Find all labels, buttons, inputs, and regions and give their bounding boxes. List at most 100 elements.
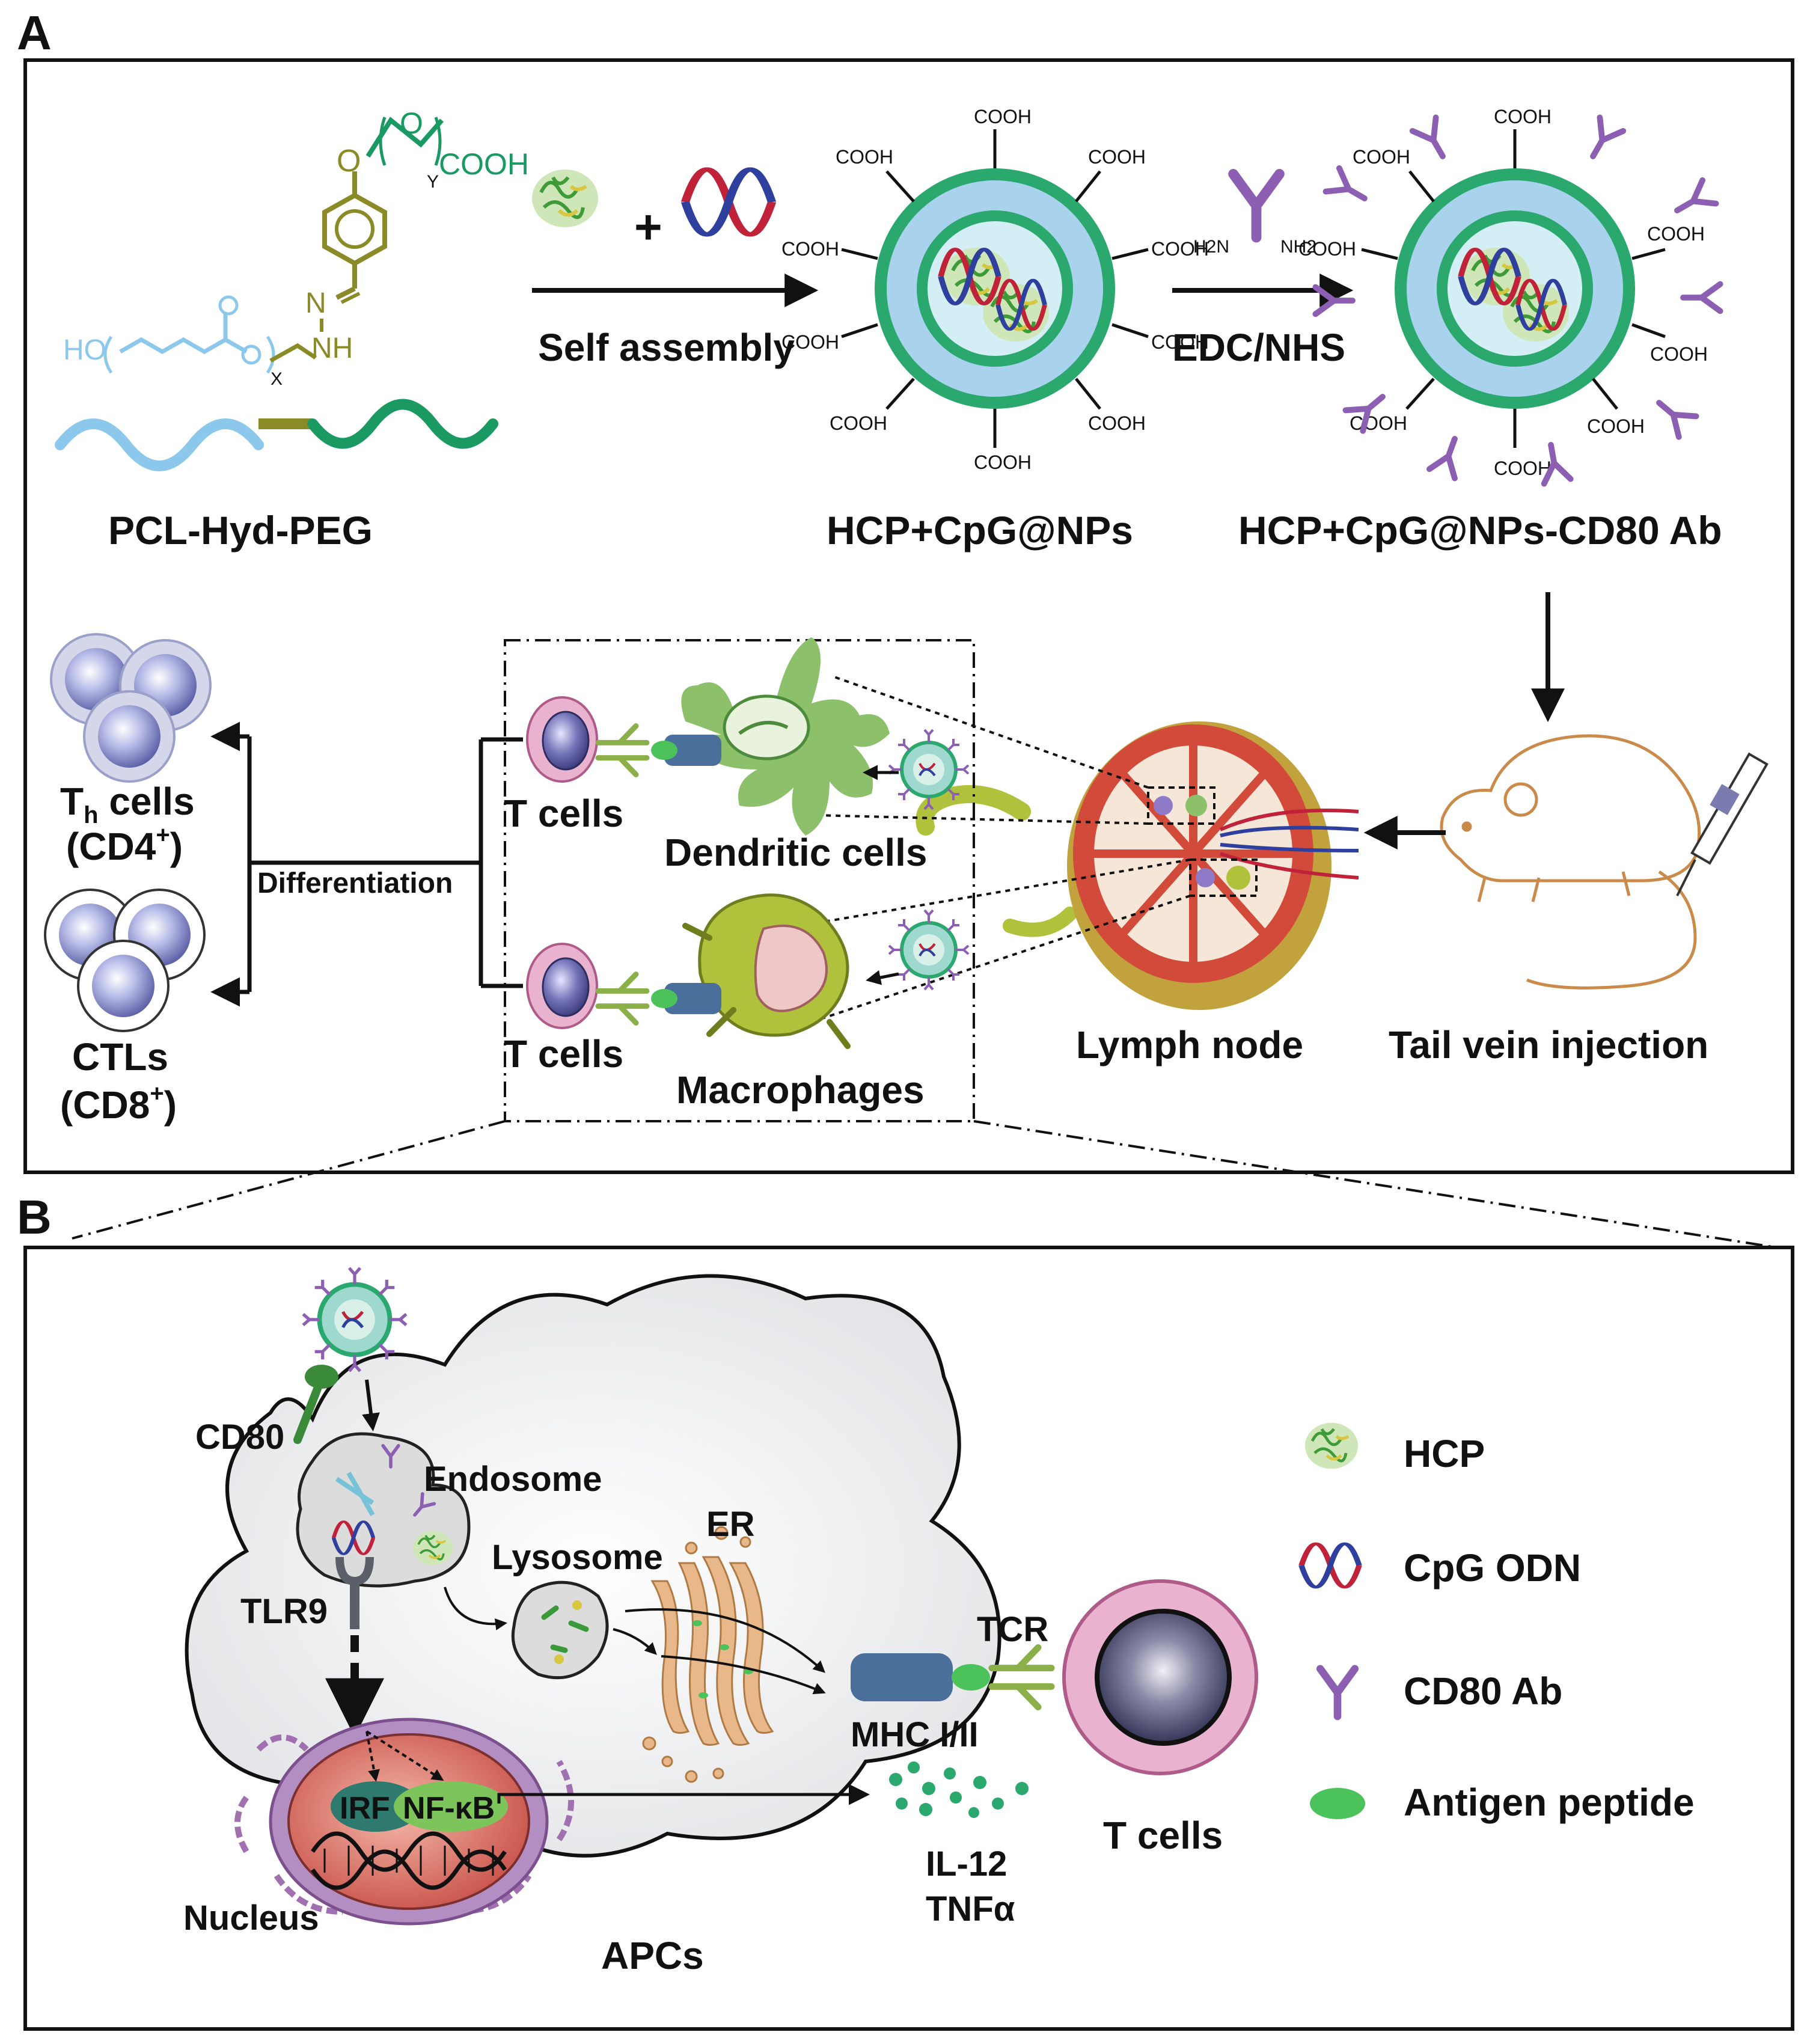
il12-label: IL-12 (926, 1844, 1007, 1883)
self-assembly-label: Self assembly (538, 326, 795, 369)
edc-nhs-label: EDC/NHS (1172, 326, 1345, 369)
antibody-icon (1320, 1669, 1355, 1716)
irf-factor (331, 1781, 421, 1832)
np-cooh-3: COOH (1151, 238, 1209, 260)
np2-cooh-1: COOH (1494, 106, 1552, 127)
nfkb-label: NF-κB (403, 1791, 495, 1826)
mhc-upper (664, 735, 721, 766)
ctls-cluster (44, 889, 206, 1032)
t-cell-lower (526, 943, 598, 1029)
apcs-label: APCs (601, 1934, 704, 1977)
tlr9-label: TLR9 (240, 1592, 328, 1631)
dendritic-cells-label: Dendritic cells (664, 831, 928, 874)
pcl-hyd-peg-structure: O O Y COOH N NH HO X (55, 106, 529, 471)
panel-a-letter: A (17, 6, 52, 60)
tcr-lower (598, 975, 647, 1023)
zoom-line-right (973, 1120, 1777, 1249)
mouse-illustration (1440, 734, 1701, 990)
panel-b-letter: B (17, 1190, 52, 1244)
lymph-node-illustration (916, 721, 1359, 1010)
tcr-label: TCR (977, 1610, 1048, 1649)
ho-label: HO (63, 334, 106, 366)
apc-cell-membrane (185, 1274, 1001, 1858)
macrophage-cell (682, 893, 851, 1049)
differentiation-bracket (247, 736, 523, 992)
er-to-mhc-arrow-2 (661, 1655, 826, 1695)
nitrogen-label: N (305, 287, 326, 319)
hcp-protein-icon (1305, 1423, 1358, 1469)
legend-antibody-label: CD80 Ab (1404, 1669, 1562, 1713)
cd80-receptor (293, 1365, 338, 1444)
peptide-icon (1310, 1788, 1365, 1819)
np2-cooh-5: COOH (1350, 412, 1407, 434)
panel-b-frame (23, 1246, 1794, 2031)
mhc-complex (851, 1653, 953, 1701)
endosome-to-lysosome-arrow (444, 1587, 507, 1630)
np-entry-arrow (362, 1379, 380, 1431)
np-cooh-8: COOH (781, 331, 839, 353)
h2n-label: H2N (1193, 237, 1229, 257)
oxygen-label: O (337, 144, 361, 179)
nfkb-factor (394, 1781, 508, 1832)
cpg-dna-icon (685, 170, 772, 234)
cytokine-secretion-arrow (497, 1784, 870, 1805)
np-cooh-6: COOH (974, 451, 1032, 473)
np-cooh-1: COOH (974, 106, 1032, 127)
nanoparticle-hcp-cpg: COOH COOH COOH COOH COOH COOH COOH COOH … (781, 106, 1209, 473)
peptide-lower (651, 989, 677, 1008)
peptide-upper (651, 741, 677, 760)
nps-ab-label: HCP+CpG@NPs-CD80 Ab (1238, 508, 1722, 552)
syringe-icon (1676, 752, 1769, 896)
np2-cooh-3: COOH (1650, 343, 1708, 365)
irf-label: IRF (340, 1791, 390, 1826)
nucleus-label: Nucleus (183, 1899, 319, 1938)
np2-cooh-6: COOH (1298, 238, 1356, 260)
t-cells-lower-label: T cells (504, 1032, 623, 1076)
nps-label: HCP+CpG@NPs (827, 508, 1133, 552)
lysosome-contents (541, 1600, 589, 1664)
np-to-macrophage-arrow (866, 970, 899, 985)
tail-vein-label: Tail vein injection (1389, 1023, 1708, 1066)
cpg-dna-icon (1301, 1544, 1359, 1587)
tlr9-receptor (335, 1556, 374, 1629)
t-cell-large (1062, 1579, 1258, 1775)
th-cells-cluster (50, 633, 212, 783)
np2-cooh-2: COOH (1647, 223, 1705, 245)
np-cooh-4: COOH (1151, 331, 1209, 353)
tnfa-label: TNFα (926, 1889, 1015, 1929)
peg-cooh-label: COOH (439, 147, 529, 181)
np-cooh-10: COOH (836, 146, 893, 168)
mhc-lower (664, 983, 721, 1014)
cell-interaction-box (504, 639, 975, 1122)
endosome-label: Endosome (424, 1460, 602, 1499)
tcr-receptor (992, 1648, 1051, 1707)
legend-cpg-label: CpG ODN (1404, 1546, 1581, 1590)
legend-hcp-label: HCP (1404, 1432, 1485, 1475)
nanoparticle-hcp-cpg-cd80ab: COOH COOH COOH COOH COOH COOH COOH COOH (1298, 106, 1720, 484)
nh-label: NH (311, 332, 353, 364)
nh2-label: NH2 (1280, 237, 1316, 257)
cd80-antibody-reagent-icon (1234, 174, 1280, 237)
plus-sign: + (634, 200, 662, 254)
dendritic-cell (681, 637, 890, 836)
np-cooh-7: COOH (830, 412, 887, 434)
panel-a-frame (23, 58, 1794, 1174)
cd4-label: (CD4+) (66, 822, 183, 868)
np-cooh-2: COOH (1088, 146, 1146, 168)
endosome-contents (334, 1446, 454, 1567)
macrophages-label: Macrophages (676, 1068, 925, 1112)
endoplasmic-reticulum (642, 1526, 774, 1783)
er-label: ER (706, 1505, 755, 1544)
polymer-label: PCL-Hyd-PEG (108, 508, 373, 552)
lysosome-to-er-arrow (613, 1628, 657, 1655)
cd8-label: (CD8+) (60, 1080, 177, 1127)
tcr-upper (598, 726, 647, 775)
hcp-protein-icon (532, 170, 598, 227)
np2-cooh-4: COOH (1494, 457, 1552, 479)
pcl-subscript-x: X (271, 369, 283, 389)
np2-cooh-7: COOH (1353, 146, 1410, 168)
ctls-label: CTLs (72, 1035, 168, 1079)
th-cells-label: Th cells (60, 780, 195, 828)
np2-cooh-8: COOH (1587, 415, 1645, 437)
